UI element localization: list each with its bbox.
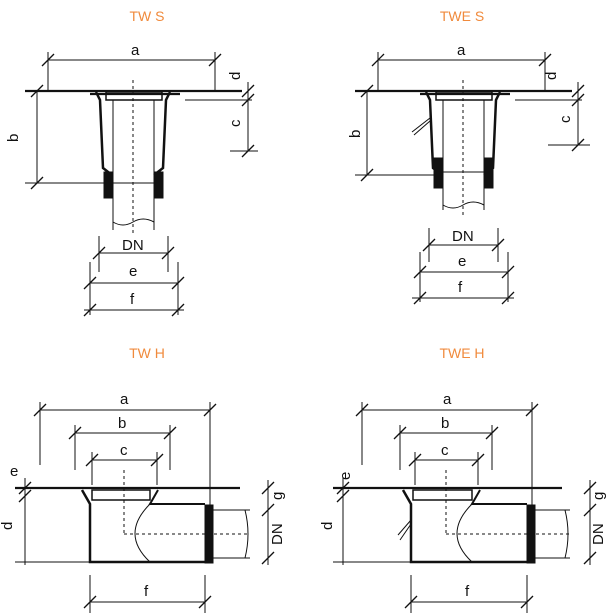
drawing-tw-h bbox=[15, 402, 275, 613]
label-b: b bbox=[347, 130, 364, 138]
label-dn: DN bbox=[269, 523, 286, 545]
title-tw-h: TW H bbox=[129, 345, 165, 361]
drawing-twe-s bbox=[355, 52, 590, 305]
label-d: d bbox=[543, 72, 560, 80]
label-d: d bbox=[319, 522, 336, 530]
label-c: c bbox=[120, 442, 128, 459]
label-e: e bbox=[10, 463, 18, 480]
label-dn: DN bbox=[590, 523, 607, 545]
title-twe-h: TWE H bbox=[439, 345, 485, 361]
label-f: f bbox=[130, 291, 135, 308]
label-e: e bbox=[129, 263, 137, 280]
label-d: d bbox=[0, 522, 16, 530]
label-b: b bbox=[5, 134, 22, 142]
label-d: d bbox=[227, 72, 244, 80]
label-e: e bbox=[458, 253, 466, 270]
label-a: a bbox=[120, 391, 129, 408]
drawing-tw-s bbox=[25, 52, 258, 317]
label-f: f bbox=[458, 279, 463, 296]
label-c: c bbox=[227, 119, 244, 127]
label-g: g bbox=[269, 492, 286, 500]
drawing-twe-h bbox=[333, 402, 597, 613]
label-c: c bbox=[441, 442, 449, 459]
label-a: a bbox=[131, 42, 140, 59]
title-tw-s: TW S bbox=[129, 8, 165, 24]
label-a: a bbox=[443, 391, 452, 408]
label-c: c bbox=[557, 115, 574, 123]
label-e: e bbox=[337, 472, 354, 480]
label-g: g bbox=[590, 492, 607, 500]
label-f: f bbox=[144, 583, 149, 600]
label-dn: DN bbox=[122, 237, 144, 254]
label-f: f bbox=[465, 583, 470, 600]
label-b: b bbox=[441, 415, 449, 432]
label-dn: DN bbox=[452, 228, 474, 245]
label-b: b bbox=[118, 415, 126, 432]
title-twe-s: TWE S bbox=[439, 8, 485, 24]
label-a: a bbox=[457, 42, 466, 59]
